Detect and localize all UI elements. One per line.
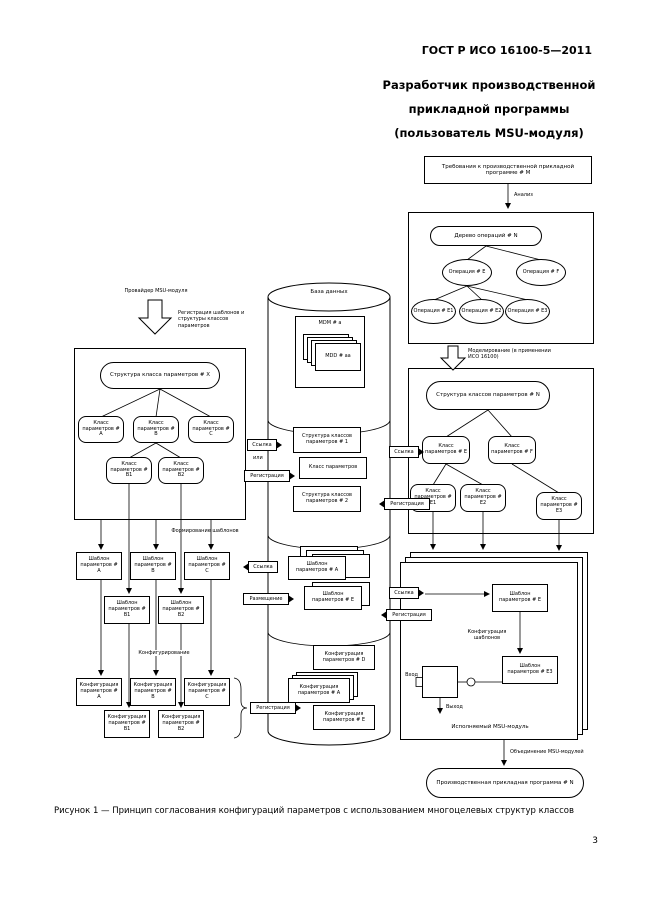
input-label: Вход <box>405 672 418 678</box>
output-label: Выход <box>446 704 463 710</box>
template-config-label: Конфигурация шаблонов <box>467 629 507 642</box>
modeling-flow-arrow-icon <box>439 345 467 371</box>
composition-label: Объединение MSU-модулей <box>510 749 584 755</box>
database-label: База данных <box>310 289 348 295</box>
class-e2: Класс параметров # Е2 <box>460 484 506 512</box>
config-b1: Конфигурация параметров # В1 <box>104 710 150 738</box>
db-template-a: Шаблон параметров # А <box>288 556 346 580</box>
modeling-label: Моделирование (в применении ИСО 16100) <box>468 348 551 361</box>
standard-header: ГОСТ Р ИСО 16100-5—2011 <box>421 44 592 57</box>
class-b: Класс параметров # В <box>133 416 179 443</box>
application-box: Производственная прикладная программа # … <box>426 768 584 798</box>
operation-e1: Операция # Е1 <box>411 299 456 324</box>
or-label: или <box>253 455 263 461</box>
template-c: Шаблон параметров # С <box>184 552 230 580</box>
config-a: Конфигурация параметров # А <box>76 678 122 706</box>
operations-tree-root: Дерево операций # N <box>430 226 542 246</box>
register-arrow-right-mid: Регистрация <box>381 609 432 621</box>
msu-component-box <box>422 666 458 698</box>
link-arrow-left-top: Ссылка <box>247 439 282 451</box>
template-b1: Шаблон параметров # В1 <box>104 596 150 624</box>
register-arrow-right-top: Регистрация <box>379 498 430 510</box>
page-number: 3 <box>592 836 598 846</box>
config-b2: Конфигурация параметров # В2 <box>158 710 204 738</box>
class-f: Класс параметров # F <box>488 436 536 464</box>
link-arrow-left-mid: Ссылка <box>243 561 278 573</box>
register-note: Регистрация шаблонов и структуры классов… <box>178 310 245 329</box>
class-a: Класс параметров # А <box>78 416 124 443</box>
template-b: Шаблон параметров # В <box>130 552 176 580</box>
page-title-line3: (пользователь MSU-модуля) <box>394 126 584 140</box>
page-title-line2: прикладной программы <box>408 102 570 116</box>
mdm-label: MDM # а <box>318 320 342 326</box>
db-structure-2: Структура классов параметров # 2 <box>293 486 361 512</box>
provider-structure-root: Структура класса параметров # Х <box>100 362 220 389</box>
template-a: Шаблон параметров # А <box>76 552 122 580</box>
executable-msu-panel <box>400 562 578 740</box>
config-b: Конфигурация параметров # В <box>130 678 176 706</box>
operation-e2: Операция # Е2 <box>459 299 504 324</box>
cylinder-divider-3 <box>267 631 391 647</box>
db-config-d: Конфигурация параметров # D <box>313 645 375 670</box>
db-config-a: Конфигурация параметров # А <box>288 678 350 703</box>
configs-brace-icon <box>233 677 248 739</box>
provider-flow-arrow-icon <box>137 299 173 335</box>
executable-msu-label: Исполняемый MSU-модуль <box>451 724 529 730</box>
store-arrow: Размещение <box>243 593 294 605</box>
register-arrow-left-top: Регистрация <box>244 470 295 482</box>
page-title-line1: Разработчик производственной <box>382 78 596 92</box>
operation-e: Операция # Е <box>442 259 492 286</box>
provider-label: Провайдер MSU-модуля <box>124 288 188 294</box>
operation-f: Операция # F <box>516 259 566 286</box>
class-b2: Класс параметров # В2 <box>158 457 204 484</box>
class-b1: Класс параметров # В1 <box>106 457 152 484</box>
class-e: Класс параметров # Е <box>422 436 470 464</box>
template-generation-label: Формирование шаблонов <box>171 528 239 534</box>
analysis-label: Анализ <box>514 192 533 198</box>
register-arrow-left-bottom: Регистрация <box>250 702 301 714</box>
configuring-label: Конфигурирование <box>130 650 198 657</box>
exec-template-e: Шаблон параметров # Е <box>492 584 548 612</box>
operation-e3: Операция # Е3 <box>505 299 550 324</box>
class-e3: Класс параметров # Е3 <box>536 492 582 520</box>
link-arrow-right-mid: Ссылка <box>389 587 424 599</box>
template-b2: Шаблон параметров # В2 <box>158 596 204 624</box>
db-class: Класс параметров <box>299 457 367 479</box>
config-c: Конфигурация параметров # С <box>184 678 230 706</box>
db-config-e: Конфигурация параметров # Е <box>313 705 375 730</box>
exec-template-e3: Шаблон параметров # Е3 <box>502 656 558 684</box>
link-arrow-right-top: Ссылка <box>389 446 424 458</box>
db-structure-1: Структура классов параметров # 1 <box>293 427 361 453</box>
mdd-card-front: MDD # аа <box>315 343 361 371</box>
requirements-box: Требования к производственной прикладной… <box>424 156 592 184</box>
class-c: Класс параметров # С <box>188 416 234 443</box>
db-template-e: Шаблон параметров # Е <box>304 586 362 610</box>
user-structure-root: Структура классов параметров # N <box>426 381 550 410</box>
figure-caption: Рисунок 1 — Принцип согласования конфигу… <box>54 806 574 816</box>
